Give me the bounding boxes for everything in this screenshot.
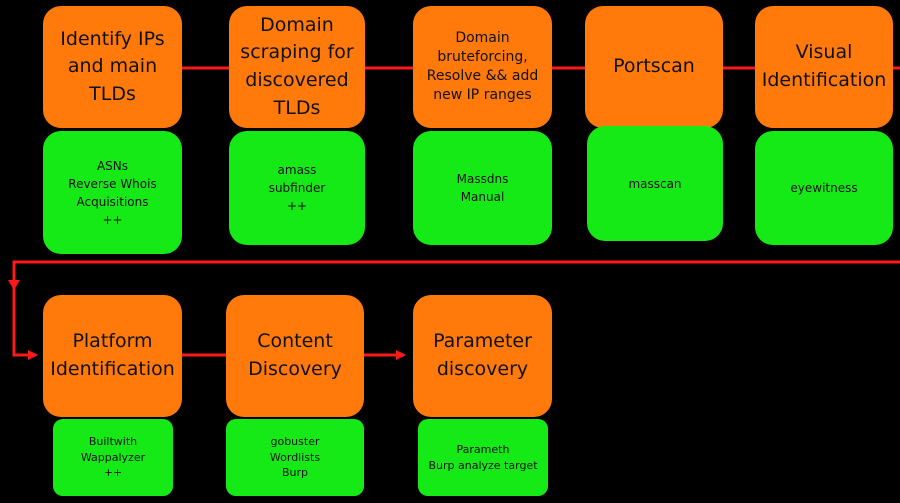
step-visual-identification: Visual Identification xyxy=(755,6,893,128)
step-parameter-discovery: Parameter discovery xyxy=(413,295,552,417)
tools-visual-identification: eyewitness xyxy=(755,131,893,245)
step-portscan: Portscan xyxy=(585,6,723,128)
tools-content-discovery: gobuster Wordlists Burp xyxy=(226,419,364,496)
tools-domain-bruteforcing: Massdns Manual xyxy=(413,131,552,245)
step-identify-ips: Identify IPs and main TLDs xyxy=(43,6,182,128)
tools-domain-scraping: amass subfinder ++ xyxy=(229,131,365,245)
tools-identify-ips: ASNs Reverse Whois Acquisitions ++ xyxy=(43,131,182,254)
step-content-discovery: Content Discovery xyxy=(226,295,364,417)
tools-portscan: masscan xyxy=(587,126,723,241)
step-platform-identification: Platform Identification xyxy=(43,295,182,417)
step-domain-bruteforcing: Domain bruteforcing, Resolve && add new … xyxy=(413,6,552,128)
tools-platform-identification: Builtwith Wappalyzer ++ xyxy=(53,419,173,496)
wrap-down-arrowhead xyxy=(8,280,20,290)
step-domain-scraping: Domain scraping for discovered TLDs xyxy=(229,6,365,128)
wrap-connector-line xyxy=(12,260,900,360)
tools-parameter-discovery: Parameth Burp analyze target xyxy=(418,419,548,496)
